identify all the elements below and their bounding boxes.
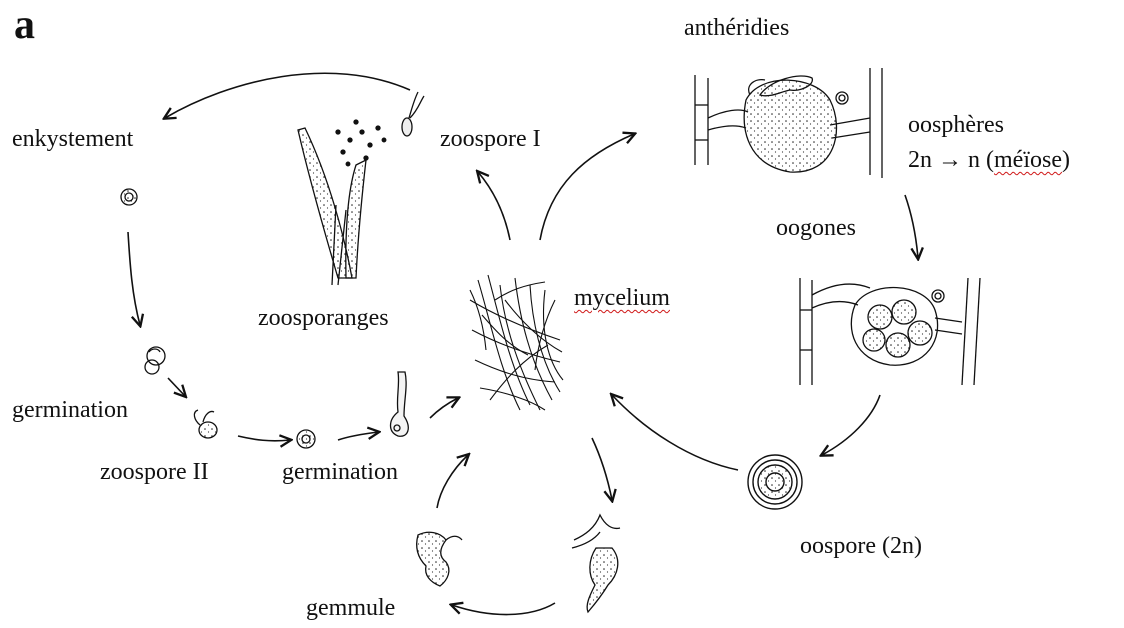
label-mycelium: mycelium: [574, 286, 670, 310]
mycelium-drawing: [470, 275, 563, 410]
zoospore-1-drawing: [402, 92, 424, 136]
zoosporanges-drawing: [298, 120, 386, 285]
label-meiose-word: méïose: [994, 147, 1062, 173]
label-oospore: oospore (2n): [800, 534, 922, 558]
label-meiose-suffix: ): [1062, 147, 1070, 173]
arrow-mycelium-to-zoospore1: [478, 172, 510, 240]
arrow-germ-tube-to-mycelium: [430, 398, 458, 418]
gemmule-drawing: [417, 532, 462, 586]
label-oogones: oogones: [776, 216, 856, 240]
arrow-cyst-to-zoospore2: [168, 378, 185, 396]
label-gemmule: gemmule: [306, 596, 395, 620]
label-zoospore-2: zoospore II: [100, 460, 209, 484]
hypha-with-gemmule-drawing: [572, 515, 620, 612]
label-zoosporanges: zoosporanges: [258, 306, 389, 330]
panel-letter: a: [14, 4, 35, 46]
arrow-antheridies-to-oogones: [905, 195, 918, 258]
label-oospheres: oosphères: [908, 113, 1004, 137]
label-meiose: 2n → n (méïose): [908, 148, 1070, 172]
arrow-enkystement-to-germination: [128, 232, 140, 325]
bottom-cyst-drawing: [297, 430, 315, 448]
arrow-oogones-to-oospore: [822, 395, 880, 455]
arrow-mycelium-to-antheridies: [540, 134, 634, 240]
label-germination-bottom: germination: [282, 460, 398, 484]
label-zoospore-1: zoospore I: [440, 127, 541, 151]
arrow-gemmule-to-mycelium: [437, 455, 468, 508]
cyst-drawing: [121, 189, 137, 205]
arrow-zoospore2-to-cyst: [238, 436, 290, 441]
germ-tube-drawing: [391, 372, 409, 436]
label-antheridies: anthéridies: [684, 16, 789, 40]
arrow-mycelium-to-gemmule-hypha: [592, 438, 612, 500]
oogonium-drawing: [800, 278, 980, 385]
germinating-cyst-drawing: [145, 347, 165, 374]
antheridia-oosphere-drawing: [695, 68, 882, 178]
arrow-cyst-to-germ-tube: [338, 432, 378, 440]
oospore-drawing: [748, 455, 802, 509]
arrow-hypha-to-gemmule: [452, 603, 555, 615]
arrow-zoospore-to-enkystement: [165, 73, 410, 118]
label-germination-left: germination: [12, 398, 128, 422]
zoospore-2-drawing: [194, 410, 217, 438]
label-enkystement: enkystement: [12, 127, 133, 151]
label-meiose-prefix: 2n → n (: [908, 147, 994, 173]
arrow-oospore-to-mycelium: [612, 395, 738, 470]
